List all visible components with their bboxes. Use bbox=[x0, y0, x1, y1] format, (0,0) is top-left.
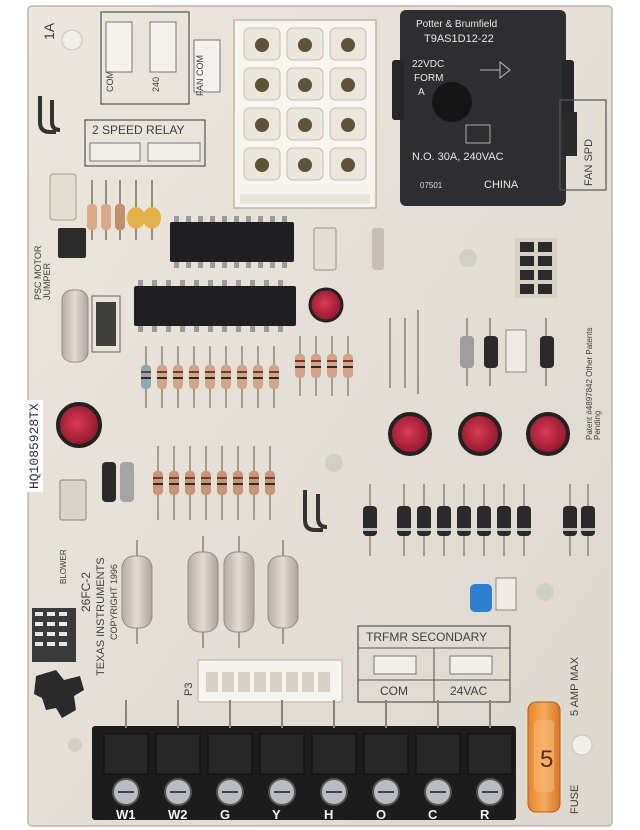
relay bbox=[400, 10, 566, 206]
serial-number: HQ1085928TX bbox=[26, 400, 43, 492]
trfmr-secondary-label: TRFMR SECONDARY bbox=[366, 630, 488, 644]
diode bbox=[563, 506, 577, 536]
two-speed-relay-label: 2 SPEED RELAY bbox=[92, 123, 185, 137]
amp-max-label: 5 AMP MAX bbox=[569, 656, 581, 716]
model-number: 26FC-2 bbox=[79, 571, 93, 612]
capacitor bbox=[526, 412, 570, 456]
p3-label: P3 bbox=[183, 682, 195, 696]
fuse-value: 5 bbox=[540, 746, 554, 773]
diode bbox=[437, 506, 451, 536]
fuse-label: FUSE bbox=[569, 784, 581, 814]
diode bbox=[517, 506, 531, 536]
relay-coil: 22VDC bbox=[412, 59, 445, 70]
diode bbox=[363, 506, 377, 536]
relay-origin: CHINA bbox=[484, 179, 519, 191]
secondary-24vac-label: 24VAC bbox=[450, 684, 488, 698]
secondary-com-label: COM bbox=[380, 684, 408, 698]
v240-label: 240 bbox=[151, 76, 161, 92]
terminal-label-y: Y bbox=[272, 807, 281, 822]
diode bbox=[477, 506, 491, 536]
terminal-label-h: H bbox=[324, 807, 334, 822]
terminal-label-g: G bbox=[220, 807, 231, 822]
relay-form: FORM bbox=[414, 73, 444, 84]
capacitor bbox=[56, 402, 102, 448]
fuse bbox=[527, 701, 561, 813]
diode bbox=[497, 506, 511, 536]
relay-form-letter: A bbox=[418, 87, 425, 98]
copyright-label: COPYRIGHT 1996 bbox=[109, 564, 119, 640]
relay-brand: Potter & Brumfield bbox=[416, 19, 498, 30]
terminal-label-o: O bbox=[376, 807, 387, 822]
diode bbox=[397, 506, 411, 536]
com-label: COM bbox=[105, 71, 115, 92]
terminal-label-c: C bbox=[428, 807, 438, 822]
terminal-label-r: R bbox=[480, 807, 490, 822]
fan-com-label: FAN COM bbox=[195, 54, 205, 96]
relay-rating: N.O. 30A, 240VAC bbox=[412, 151, 504, 163]
patent-label: Patent #4897842 Other Patents Pending bbox=[585, 327, 602, 440]
manufacturer-label: TEXAS INSTRUMENTS bbox=[95, 557, 107, 676]
pcb-substrate bbox=[28, 6, 612, 826]
terminal-label-w2: W2 bbox=[168, 807, 188, 822]
texas-instruments-logo bbox=[34, 670, 84, 718]
blower-label: BLOWER bbox=[59, 549, 68, 584]
psc-motor-jumper-label: PSC MOTOR JUMPER bbox=[33, 245, 52, 300]
ic-chip-upper bbox=[170, 222, 294, 262]
capacitor bbox=[388, 412, 432, 456]
ic-chip-lower bbox=[134, 286, 296, 326]
diode bbox=[417, 506, 431, 536]
terminal-label-w1: W1 bbox=[116, 807, 136, 822]
board-ref-1a: 1A bbox=[41, 22, 57, 40]
relay-code: 07501 bbox=[420, 181, 443, 190]
relay-part: T9AS1D12-22 bbox=[424, 33, 494, 45]
capacitor bbox=[458, 412, 502, 456]
fan-spd-label: FAN SPD bbox=[583, 138, 595, 186]
diode bbox=[581, 506, 595, 536]
diode bbox=[457, 506, 471, 536]
